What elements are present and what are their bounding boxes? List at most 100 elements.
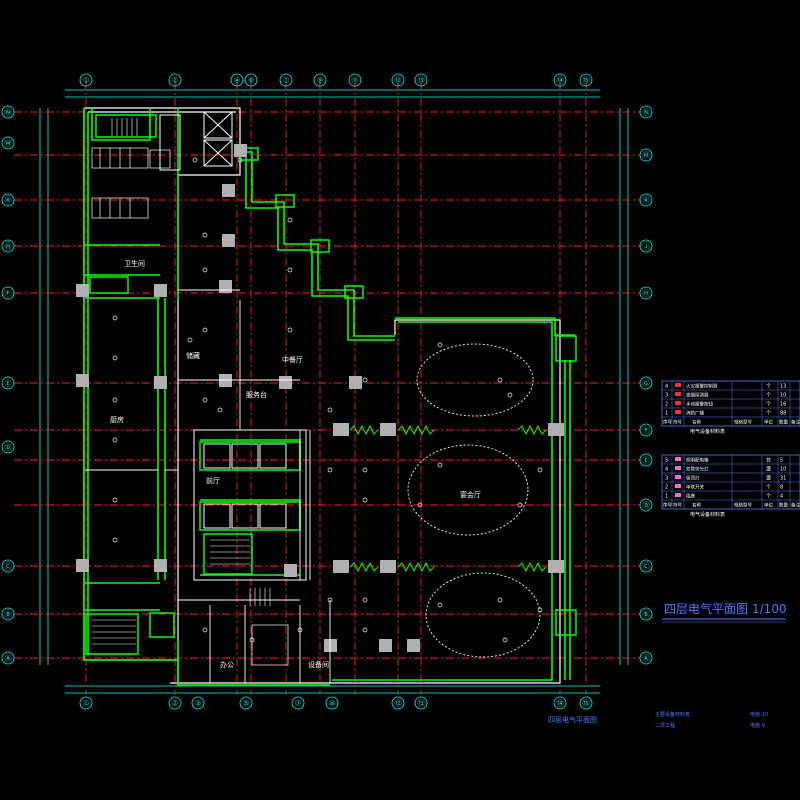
light-fixture bbox=[112, 497, 118, 503]
column bbox=[407, 639, 420, 652]
room-label-office: 办公 bbox=[220, 660, 234, 669]
axis-bubble-top: ⑨ bbox=[313, 73, 327, 87]
light-fixture bbox=[112, 537, 118, 543]
legend-row-no: 2 bbox=[665, 485, 668, 491]
light-fixture bbox=[437, 342, 443, 348]
light-fixture bbox=[362, 497, 368, 503]
legend-row-qty: 5 bbox=[780, 458, 783, 464]
light-fixture bbox=[327, 597, 333, 603]
legend-header-cell: 序号 bbox=[663, 502, 672, 509]
light-fixture bbox=[202, 327, 208, 333]
ceiling-ellipses bbox=[407, 343, 541, 658]
svg-text:⑤: ⑤ bbox=[243, 700, 249, 708]
legend-symbol bbox=[675, 410, 681, 414]
light-fixture bbox=[417, 502, 423, 508]
legend-header-cell: 规格型号 bbox=[734, 502, 752, 509]
svg-text:Ⓕ: Ⓕ bbox=[5, 290, 12, 298]
axis-bubble-bottom: ⑮ bbox=[579, 696, 593, 710]
axis-bubble-bottom: ⑤ bbox=[239, 696, 253, 710]
room-label-banquet: 宴会厅 bbox=[460, 490, 481, 499]
light-fixture bbox=[217, 407, 223, 413]
legend-row-name: 吸顶灯 bbox=[686, 475, 700, 482]
room-label-kitchen: 厨房 bbox=[110, 415, 124, 424]
room-label-store: 储藏 bbox=[186, 351, 200, 360]
legend-header-cell: 备注 bbox=[791, 419, 800, 426]
axis-bubble-bottom: ⑬ bbox=[414, 696, 428, 710]
axis-bubble-bottom: ③ bbox=[191, 696, 205, 710]
svg-text:Ⓐ: Ⓐ bbox=[5, 655, 12, 663]
axis-bubble-top: ① bbox=[79, 73, 93, 87]
legend-row-no: 1 bbox=[665, 411, 668, 417]
axis-bubble-bottom: ⑦ bbox=[291, 696, 305, 710]
axis-bubble-left: Ⓒ bbox=[1, 559, 15, 573]
column bbox=[154, 559, 167, 572]
legend-row-unit: 盏 bbox=[766, 466, 771, 473]
svg-text:Ⓜ: Ⓜ bbox=[5, 140, 12, 148]
light-fixture bbox=[192, 157, 198, 163]
column bbox=[284, 564, 297, 577]
dimension-lines bbox=[39, 89, 629, 694]
elevator-shafts bbox=[159, 111, 307, 581]
room-label-lobby: 前厅 bbox=[206, 476, 220, 485]
legend-row-qty: 16 bbox=[780, 402, 786, 408]
axis-bubble-left: Ⓜ bbox=[1, 136, 15, 150]
legend-header-cell: 名称 bbox=[692, 419, 701, 426]
column bbox=[324, 639, 337, 652]
legend-symbol bbox=[675, 475, 681, 479]
svg-text:Ⓝ: Ⓝ bbox=[643, 109, 650, 117]
legend-symbol bbox=[675, 392, 681, 396]
room-label-dining: 中餐厅 bbox=[282, 355, 303, 364]
light-fixture bbox=[112, 397, 118, 403]
light-fixture bbox=[497, 377, 503, 383]
axis-bubble-left: Ⓓ bbox=[1, 440, 15, 454]
axis-bubble-top: ⑮ bbox=[579, 73, 593, 87]
svg-text:⑩: ⑩ bbox=[329, 700, 335, 708]
column bbox=[154, 376, 167, 389]
legend-row-no: 4 bbox=[665, 384, 668, 390]
axis-bubble-right: Ⓖ bbox=[639, 376, 653, 390]
svg-text:Ⓓ: Ⓓ bbox=[5, 444, 12, 452]
axis-bubble-right: Ⓙ bbox=[639, 239, 653, 253]
legend-row-unit: 个 bbox=[766, 485, 771, 491]
legend-header-cell: 规格型号 bbox=[734, 419, 752, 426]
svg-text:Ⓙ: Ⓙ bbox=[643, 243, 650, 251]
legend-row-no: 1 bbox=[665, 494, 668, 500]
light-fixture bbox=[362, 467, 368, 473]
axis-bubble-bottom: ⑭ bbox=[553, 696, 567, 710]
axis-bubble-right: Ⓒ bbox=[639, 559, 653, 573]
light-fixtures bbox=[112, 157, 543, 643]
legend-row-no: 5 bbox=[665, 458, 668, 464]
column bbox=[222, 234, 235, 247]
legend-row-no: 3 bbox=[665, 393, 668, 399]
svg-text:Ⓔ: Ⓔ bbox=[5, 380, 12, 388]
axis-bubble-top: ⑫ bbox=[391, 73, 405, 87]
svg-text:①: ① bbox=[83, 700, 89, 708]
legend-row-no: 4 bbox=[665, 467, 668, 473]
legend-row-unit: 盏 bbox=[766, 475, 771, 482]
axis-bubble-right: Ⓓ bbox=[639, 498, 653, 512]
light-fixture bbox=[112, 315, 118, 321]
legend-header-cell: 符号 bbox=[673, 502, 682, 509]
light-fixture bbox=[497, 597, 503, 603]
light-fixture bbox=[437, 462, 443, 468]
axis-bubble-top: ⑬ bbox=[414, 73, 428, 87]
axis-bubble-right: Ⓜ bbox=[639, 148, 653, 162]
svg-text:⑭: ⑭ bbox=[557, 77, 564, 85]
light-fixture bbox=[517, 502, 523, 508]
legend-row-qty: 31 bbox=[780, 476, 786, 482]
svg-text:⑮: ⑮ bbox=[583, 77, 590, 85]
note-left-2: 二层工程 bbox=[655, 722, 675, 729]
room-label-equipment: 设备间 bbox=[308, 660, 329, 669]
column bbox=[219, 280, 232, 293]
legend-row-unit: 台 bbox=[766, 457, 771, 464]
legend-row-unit: 个 bbox=[766, 384, 771, 390]
svg-text:Ⓜ: Ⓜ bbox=[643, 152, 650, 160]
svg-text:④: ④ bbox=[234, 77, 240, 85]
svg-text:Ⓗ: Ⓗ bbox=[5, 243, 12, 251]
legend-symbol bbox=[675, 401, 681, 405]
column bbox=[222, 184, 235, 197]
axis-bubble-right: Ⓐ bbox=[639, 651, 653, 665]
svg-text:⑬: ⑬ bbox=[418, 77, 425, 85]
